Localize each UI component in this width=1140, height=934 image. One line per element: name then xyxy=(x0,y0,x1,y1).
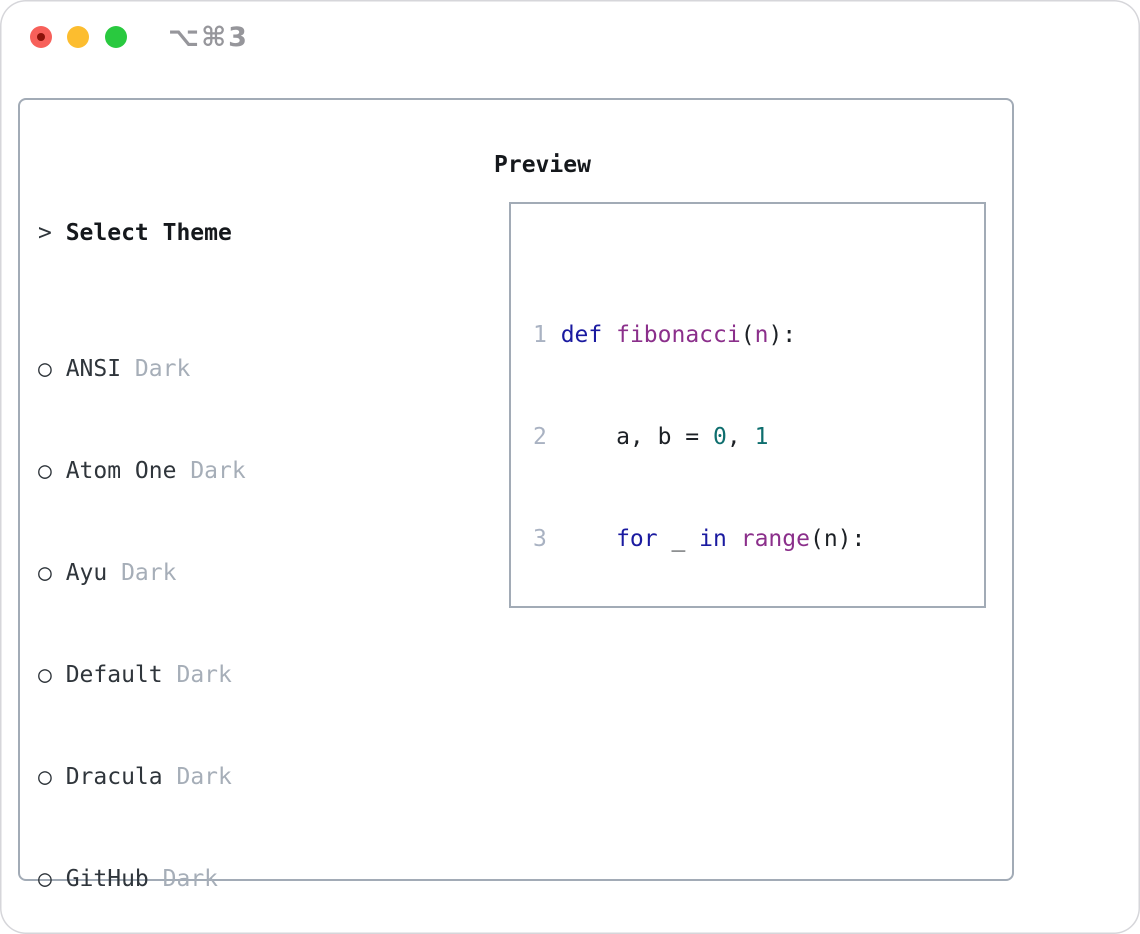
theme-option-github-dark[interactable]: ○ GitHub Dark xyxy=(38,862,426,896)
code-token: _ xyxy=(657,526,700,552)
code-token: ( xyxy=(740,322,755,348)
code-token xyxy=(602,322,616,348)
prompt-icon: > xyxy=(38,220,52,246)
code-token xyxy=(561,526,616,552)
theme-name: Default xyxy=(65,662,163,688)
radio-icon: ○ xyxy=(38,866,52,892)
theme-option-default-dark[interactable]: ○ Default Dark xyxy=(38,658,426,692)
theme-name: Dracula xyxy=(65,764,163,790)
theme-variant: Dark xyxy=(176,764,232,790)
code-token: fibonacci xyxy=(616,322,741,348)
code-line: 1 def fibonacci(n): xyxy=(533,318,984,352)
code-token: a, b = xyxy=(560,424,714,450)
theme-variant: Dark xyxy=(162,866,219,892)
line-number: 2 xyxy=(533,424,547,450)
theme-name: GitHub xyxy=(65,866,149,892)
preview-title: Preview xyxy=(494,152,591,178)
theme-variant: Dark xyxy=(190,458,246,484)
code-token: n xyxy=(754,322,769,348)
theme-variant: Dark xyxy=(176,662,232,688)
titlebar: ⌥⌘3 xyxy=(0,0,1140,74)
code-token: def xyxy=(560,322,603,348)
code-token: (n): xyxy=(809,526,866,552)
code-line: 3 for _ in range(n): xyxy=(533,522,984,556)
code-token xyxy=(727,526,741,552)
theme-name: Ayu xyxy=(65,560,108,586)
maximize-button[interactable] xyxy=(105,26,127,48)
theme-variant: Dark xyxy=(121,560,177,586)
line-number: 1 xyxy=(533,322,547,348)
code-token: 1 xyxy=(754,424,769,450)
select-theme-header: > Select Theme xyxy=(38,216,426,250)
theme-variant: Dark xyxy=(134,356,191,382)
code-token: ): xyxy=(768,322,797,348)
unsaved-dot-icon xyxy=(37,33,45,41)
window-title: ⌥⌘3 xyxy=(168,22,249,53)
minimize-button[interactable] xyxy=(67,26,89,48)
code-token: range xyxy=(740,526,810,552)
radio-icon: ○ xyxy=(38,662,52,688)
code-token: 0 xyxy=(713,424,727,450)
theme-name: ANSI xyxy=(65,356,122,382)
theme-option-ansi-dark[interactable]: ○ ANSI Dark xyxy=(38,352,426,386)
select-theme-title: Select Theme xyxy=(65,220,232,246)
line-number: 3 xyxy=(533,526,547,552)
radio-icon: ○ xyxy=(38,764,52,790)
close-button[interactable] xyxy=(30,26,52,48)
theme-option-atom-one-dark[interactable]: ○ Atom One Dark xyxy=(38,454,426,488)
code-line: 2 a, b = 0, 1 xyxy=(533,420,984,454)
theme-name: Atom One xyxy=(65,458,177,484)
code-token: in xyxy=(699,526,727,552)
radio-icon: ○ xyxy=(38,458,52,484)
code-token: , xyxy=(726,424,755,450)
theme-option-ayu-dark[interactable]: ○ Ayu Dark xyxy=(38,556,426,590)
code-token: for xyxy=(616,526,658,552)
theme-option-dracula-dark[interactable]: ○ Dracula Dark xyxy=(38,760,426,794)
radio-icon: ○ xyxy=(38,560,52,586)
radio-icon: ○ xyxy=(38,356,52,382)
